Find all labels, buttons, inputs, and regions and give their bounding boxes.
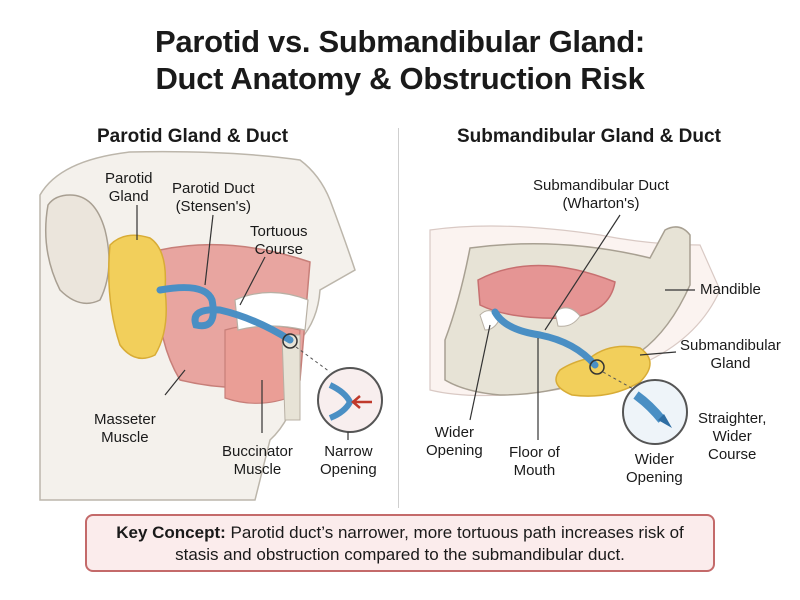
parotid-head-illustration bbox=[39, 150, 383, 501]
label-parotid-duct: Parotid Duct(Stensen's) bbox=[172, 180, 255, 215]
label-submandibular-duct: Submandibular Duct(Wharton's) bbox=[533, 177, 669, 212]
flow-arrow-icon bbox=[658, 414, 672, 428]
parotid-gland bbox=[108, 234, 167, 360]
key-concept-text: Parotid duct’s narrower, more tortuous p… bbox=[175, 523, 684, 564]
ear-icon bbox=[44, 194, 110, 305]
panel-divider bbox=[398, 128, 399, 508]
submandibular-duct bbox=[491, 308, 599, 369]
duct-opening-marker bbox=[282, 333, 298, 349]
key-concept-label: Key Concept: bbox=[116, 523, 226, 542]
page-title-line-1: Parotid vs. Submandibular Gland: bbox=[155, 24, 645, 59]
parotid-duct bbox=[156, 284, 294, 344]
submandibular-illustration bbox=[429, 214, 721, 445]
label-mandible: Mandible bbox=[700, 281, 761, 298]
submandibular-panel-heading: Submandibular Gland & Duct bbox=[457, 126, 721, 147]
parotid-panel-heading: Parotid Gland & Duct bbox=[97, 126, 289, 147]
narrow-arrow-icon bbox=[351, 395, 372, 409]
teeth bbox=[234, 291, 309, 331]
tongue bbox=[477, 264, 616, 319]
page-title-line-2: Duct Anatomy & Obstruction Risk bbox=[155, 61, 645, 96]
key-concept-box: Key Concept: Parotid duct’s narrower, mo… bbox=[85, 514, 715, 572]
